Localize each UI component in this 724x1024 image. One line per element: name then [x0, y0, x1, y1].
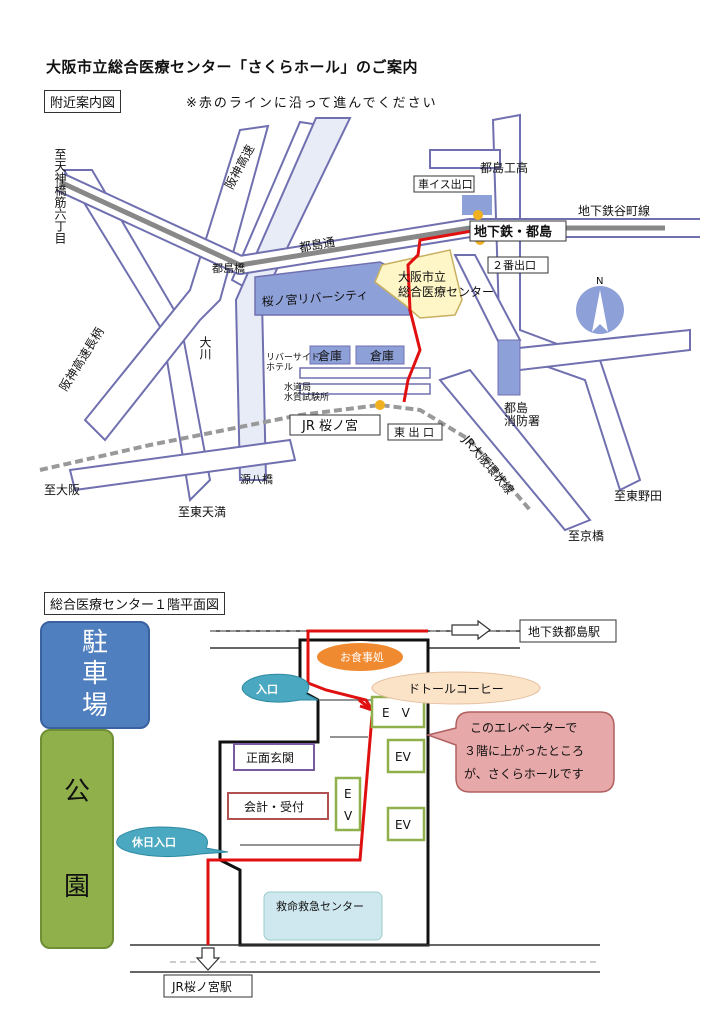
elevator-4 [334, 776, 362, 832]
label-river-city: 桜ノ宮リバーシティ [261, 287, 369, 309]
label-wheelchair-exit: 車イス出口 [418, 177, 473, 191]
exit2-box [487, 256, 549, 274]
area-map-label: 附近案内図 [44, 90, 122, 113]
label-subway-station: 地下鉄・都島 [474, 224, 552, 240]
arrow-down-icon [195, 947, 221, 971]
front-entrance-box [233, 743, 315, 771]
label-to-osaka: 至大阪 [44, 483, 80, 497]
callout-line-3: が、さくらホールです [464, 766, 584, 781]
reception-label: 会計・受付 [244, 799, 304, 814]
east-exit-box [387, 423, 443, 441]
callout-line-1: このエレベーターで [470, 721, 577, 735]
jr-label-box [163, 974, 253, 998]
floor-plan: 地下鉄都島駅 JR桜ノ宮駅 入口 休日入口 お食事処 ドトールコーヒー E V … [116, 619, 617, 998]
label-genpachi: 源八橋 [240, 472, 273, 486]
label-to-kyobashi: 至京橋 [568, 529, 604, 543]
red-route-jr [206, 715, 374, 945]
ev-3-label: EV [395, 818, 412, 832]
wheelchair-exit-box [413, 175, 475, 193]
holiday-entrance-label: 休日入口 [131, 835, 176, 849]
label-okawa: 大川 [198, 336, 212, 360]
road-bottom-left [68, 438, 297, 492]
entrance-bubble [241, 673, 319, 703]
arrow-right-icon [451, 619, 491, 641]
warehouse-block-2 [355, 345, 405, 365]
hospital-building [374, 249, 463, 319]
route-note: ※赤のラインに沿って進んでください [186, 96, 438, 111]
park-area: 公 園 [40, 729, 114, 949]
callout-line-2: ３階に上がったところ [464, 743, 584, 758]
page-title: 大阪市立総合医療センター「さくらホール」のご案内 [46, 58, 419, 76]
label-warehouse-1: 倉庫 [318, 348, 342, 363]
holiday-entrance-bubble [116, 826, 229, 858]
label-jr-station: JR 桜ノ宮 [301, 418, 358, 434]
entrance-label: 入口 [256, 683, 278, 696]
label-north: N [596, 276, 603, 287]
elevator-2 [386, 738, 426, 774]
label-to-higashinoda: 至東野田 [614, 489, 662, 503]
park-label-2: 園 [63, 872, 90, 902]
subway-station-label: 地下鉄都島駅 [528, 624, 600, 639]
road-kyobashi [438, 368, 592, 532]
label-kou: 都島工高 [480, 160, 528, 175]
label-center-2: 総合医療センター [398, 284, 494, 299]
ev-main-label: E V [382, 706, 411, 720]
area-map: 至天神橋筋六丁目 阪神高速 都島工高 車イス出口 地下鉄・都島 地下鉄谷町線 都… [39, 113, 700, 543]
subway-label-box [519, 619, 617, 643]
jr-station-label: JR桜ノ宮駅 [171, 979, 232, 994]
restaurant-oval [315, 641, 405, 673]
label-miyakojima-bashi: 都島橋 [212, 261, 245, 275]
jr-station-box [289, 414, 381, 436]
subway-block [462, 195, 492, 215]
parking-area: 駐 車 場 [40, 621, 150, 729]
label-to-higashitemma: 至東天満 [178, 505, 226, 519]
reception-box [227, 792, 329, 820]
doutor-label: ドトールコーヒー [408, 682, 504, 696]
label-miyakojima-dori: 都島通 [298, 234, 336, 255]
compass-arrow-icon [592, 290, 608, 332]
label-warehouse-2: 倉庫 [370, 348, 394, 363]
emergency-label: 救命救急センター [276, 899, 364, 913]
label-suido: 水道局水質試験所 [284, 381, 329, 403]
label-center-1: 大阪市立 [398, 269, 446, 284]
restaurant-label: お食事処 [340, 650, 384, 664]
ev-2-label: EV [395, 750, 412, 764]
ev-4-label-2: V [344, 809, 353, 823]
street-1 [299, 367, 431, 379]
label-fire-station: 都島消防署 [504, 400, 540, 428]
label-riverside-hotel: リバーサイドホテル [266, 352, 320, 373]
ev-4-label-1: E [344, 787, 352, 801]
jr-loop-line [39, 402, 532, 512]
subway-tanimachi-line [58, 179, 665, 268]
elevator-3 [386, 806, 426, 842]
label-tanimachi: 地下鉄谷町線 [578, 203, 650, 218]
label-hanshin-nagara: 阪神高速長柄 [56, 325, 107, 394]
warehouse-block-1 [309, 345, 351, 365]
label-exit2: ２番出口 [492, 258, 536, 272]
park-label-1: 公 [63, 777, 90, 807]
emergency-center [263, 891, 383, 941]
red-route-subway [306, 629, 428, 711]
fire-station-block [497, 339, 521, 396]
label-tenjin: 至天神橋筋六丁目 [53, 148, 67, 244]
floor-plan-label: 総合医療センター１階平面図 [44, 592, 226, 615]
subway-exit-dot-1 [473, 210, 483, 220]
road-kou [429, 149, 501, 169]
street-2 [299, 383, 431, 395]
parking-label: 駐 [81, 628, 108, 659]
subway-station-box [469, 220, 567, 242]
callout-bubble [425, 711, 615, 793]
front-entrance-label: 正面玄関 [246, 750, 294, 765]
label-east-exit: 東 出 口 [394, 425, 434, 439]
jr-exit-dot [375, 400, 385, 410]
doutor-oval [371, 671, 541, 705]
road-hanshin [83, 124, 270, 442]
red-route [402, 228, 479, 403]
